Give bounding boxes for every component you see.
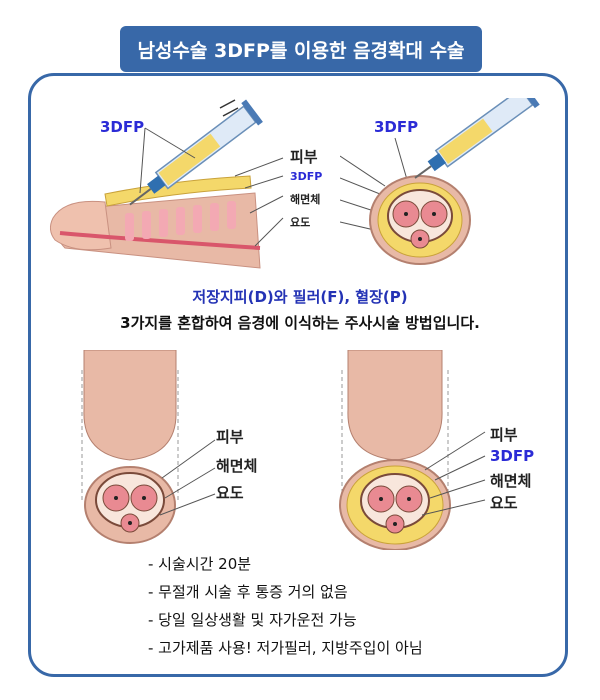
label-skin-after: 피부 — [490, 426, 518, 444]
before-cross-section-illustration — [81, 350, 216, 544]
label-corpus-top: 해면체 — [290, 193, 321, 206]
label-urethra-before: 요도 — [216, 484, 244, 502]
label-filler-after: 3DFP — [490, 447, 535, 465]
label-urethra-after: 요도 — [490, 494, 518, 512]
side-view-illustration — [49, 99, 284, 269]
label-corpus-after: 해면체 — [490, 472, 532, 490]
caption-description: 3가지를 혼합하여 음경에 이식하는 주사시술 방법입니다. — [120, 314, 480, 332]
label-filler-top: 3DFP — [290, 170, 323, 183]
after-cross-section-illustration — [339, 350, 486, 550]
feature-item: - 당일 일상생활 및 자가운전 가능 — [148, 611, 357, 629]
label-skin-before: 피부 — [216, 428, 244, 446]
caption-components: 저장지피(D)와 필러(F), 혈장(P) — [192, 288, 408, 306]
label-3dfp-cross: 3DFP — [374, 118, 419, 136]
feature-list: - 시술시간 20분 - 무절개 시술 후 통증 거의 없음 - 당일 일상생활… — [148, 550, 423, 662]
feature-item: - 시술시간 20분 — [148, 555, 252, 573]
feature-item: - 고가제품 사용! 저가필러, 지방주입이 아님 — [148, 639, 423, 657]
feature-item: - 무절개 시술 후 통증 거의 없음 — [148, 583, 348, 601]
page-title: 남성수술 3DFP를 이용한 음경확대 수술 — [120, 26, 482, 72]
label-3dfp-side: 3DFP — [100, 118, 145, 136]
label-urethra-top: 요도 — [290, 216, 311, 229]
cross-section-injection-illustration — [340, 98, 540, 265]
label-corpus-before: 해면체 — [216, 457, 258, 475]
label-skin-top: 피부 — [290, 148, 318, 166]
